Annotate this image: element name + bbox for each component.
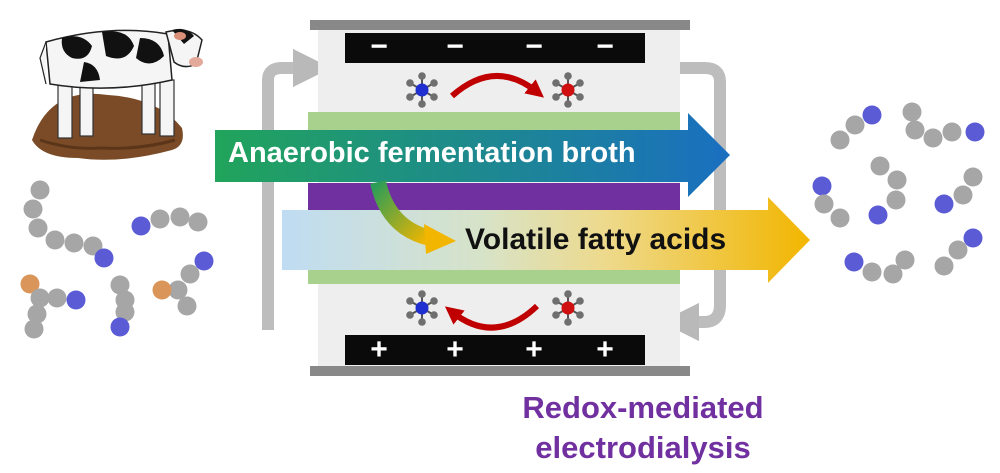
redox-mediator-icon [552,72,584,108]
molecule-atom [883,264,903,284]
molecule-atom [830,208,850,228]
molecule-atom [110,317,130,337]
molecule-atom [83,236,103,256]
broth-flow-label: Anaerobic fermentation broth [228,137,636,169]
top-current-collector [310,20,690,30]
cathode-sign: − [596,30,614,63]
molecule-atom [194,251,214,271]
molecule-atom [830,130,850,150]
redox-cycle-arrow-bottom [444,303,540,331]
redox-mediator-group [406,72,584,326]
molecule-atom [902,102,922,122]
anode-electrode [345,335,645,365]
molecule-atom [948,240,968,260]
molecule-atom [94,248,114,268]
molecule-atom [812,176,832,196]
anode-sign: + [525,333,543,366]
molecule-atom [868,205,888,225]
molecule-atom [170,207,190,227]
molecule-atom [28,218,48,238]
molecule-atom [30,180,50,200]
anode-sign: + [446,333,464,366]
diagram-caption: Redox-mediated electrodialysis [478,388,808,468]
cathode-electrode [345,33,645,63]
molecule-atom [27,304,47,324]
molecule-atom [845,115,865,135]
molecule-atom [963,167,983,187]
molecule-atom [131,216,151,236]
caption-line-2: electrodialysis [535,430,751,465]
vfa-flow-arrow [282,197,810,283]
molecule-atom [177,296,197,316]
anode-sign: + [370,333,388,366]
molecule-chain-icon-right-cluster [812,102,985,284]
molecule-atom [115,302,135,322]
redox-mediator-icon [406,72,438,108]
molecule-atom [862,262,882,282]
molecule-chain-icon-left-cluster [20,180,214,339]
broth-flow-arrow [215,113,730,197]
molecule-atom [862,105,882,125]
molecule-atom [963,228,983,248]
vfa-transfer-arrow [370,180,456,254]
molecule-atom [886,190,906,210]
redox-cycle-arrow-top [450,72,544,99]
molecule-atom [168,280,188,300]
molecule-atom [23,199,43,219]
molecule-atom [844,252,864,272]
redox-mediator-icon [552,290,584,326]
molecule-atom [965,122,985,142]
molecule-atom [188,212,208,232]
molecule-atom [150,209,170,229]
cathode-sign: − [446,30,464,63]
cow-icon [32,28,203,160]
molecule-atom [24,319,44,339]
molecule-atom [934,194,954,214]
molecule-atom [887,170,907,190]
molecule-atom [934,256,954,276]
molecule-atom [30,288,50,308]
membrane-middle [308,183,680,210]
recirculation-loop-right [660,62,726,342]
molecule-atom [923,128,943,148]
recirculation-loop-left [262,48,332,330]
molecule-atom [905,120,925,140]
molecule-atom [20,274,40,294]
molecule-atom [64,233,84,253]
molecule-atom [180,264,200,284]
molecule-atom [942,122,962,142]
molecule-atom [45,230,65,250]
caption-line-1: Redox-mediated [522,390,764,425]
molecule-atom [953,185,973,205]
bottom-current-collector [310,366,690,376]
cathode-sign: − [525,30,543,63]
molecule-atom [870,156,890,176]
molecule-atom [110,275,130,295]
molecule-atom [66,290,86,310]
membrane-top [308,112,680,130]
redox-mediator-icon [406,290,438,326]
molecule-atom [895,250,915,270]
cathode-sign: − [370,30,388,63]
vfa-flow-label: Volatile fatty acids [465,223,727,256]
molecule-atom [152,280,172,300]
membrane-bottom [308,268,680,284]
anode-sign: + [596,333,614,366]
molecule-atom [814,194,834,214]
molecule-atom [47,288,67,308]
